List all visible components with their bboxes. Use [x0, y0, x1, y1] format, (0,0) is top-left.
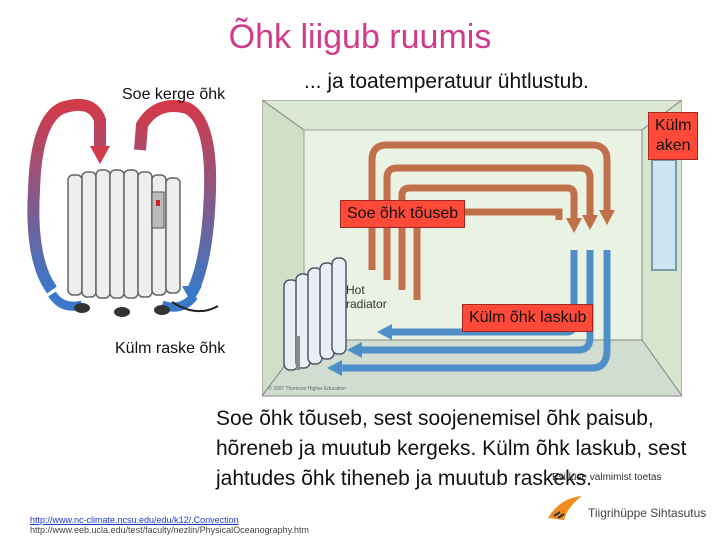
- cold-air-sinks-label: Külm õhk laskub: [462, 304, 593, 332]
- radiator-circulation-illustration: [22, 80, 222, 330]
- page-title: Õhk liigub ruumis: [0, 18, 720, 57]
- radiator-control-panel: [152, 192, 164, 228]
- room-convection-illustration: [262, 100, 682, 400]
- credit-organization: Tiigrihüppe Sihtasutus: [588, 506, 706, 520]
- source-link-2[interactable]: http://www.eeb.ucla.edu/test/faculty/nez…: [30, 525, 309, 535]
- hot-radiator-label: Hot radiator: [346, 283, 387, 311]
- cold-heavy-air-label: Külm raske õhk: [115, 340, 225, 358]
- window-illustration: [652, 160, 676, 270]
- warm-light-air-label: Soe kerge õhk: [122, 86, 225, 104]
- warm-air-rises-label: Soe õhk tõuseb: [340, 200, 465, 228]
- cold-window-label-line1: Külm: [655, 116, 691, 136]
- image-copyright: © 2007 Thomson Higher Education: [268, 386, 346, 392]
- radiator: [68, 170, 180, 298]
- cold-window-label-line2: aken: [655, 136, 691, 156]
- credit-text: Esitluse valmimist toetas: [552, 472, 661, 483]
- room-temperature-label: ... ja toatemperatuur ühtlustub.: [304, 70, 589, 94]
- cold-window-label: Külm aken: [648, 112, 698, 160]
- tiger-leap-logo-icon: [546, 492, 586, 526]
- hot-radiator-label-line2: radiator: [346, 297, 387, 311]
- hot-radiator-label-line1: Hot: [346, 283, 387, 297]
- source-link-1[interactable]: http://www.nc-climate.ncsu.edu/edu/k12/.…: [30, 515, 239, 525]
